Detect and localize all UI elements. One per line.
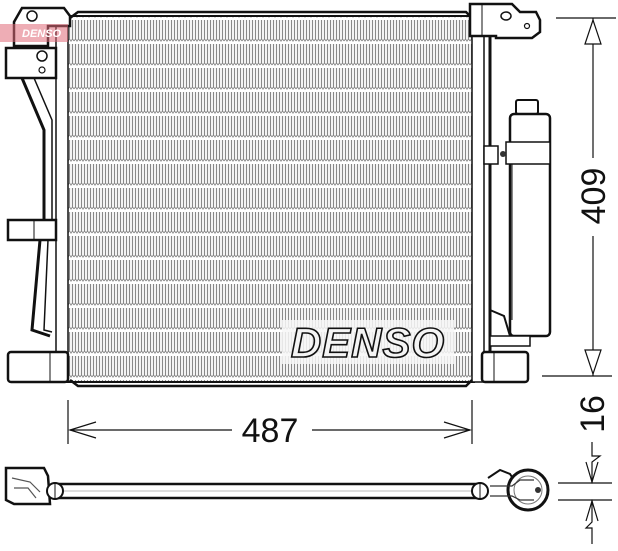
width-value: 487 [242,412,299,450]
top-view [4,466,550,512]
watermark-text: DENSO [22,28,62,40]
bottom-left-bracket [6,350,70,384]
arrow-right-icon [443,421,473,439]
top-right-bracket [468,2,542,40]
arrow-down-icon [584,349,602,376]
watermark-band [0,24,68,42]
front-view: DENSO DENSO [0,2,552,388]
arrow-left-icon [67,421,97,439]
depth-dimension: 16 [558,395,612,544]
right-header-tank [471,15,485,383]
arrow-up-icon [585,498,599,522]
receiver-drier [483,99,552,347]
left-header-tank [55,15,69,383]
top-view-left-end [4,466,52,506]
width-dimension: 487 [67,400,473,450]
bottom-right-bracket [480,350,530,384]
depth-value: 16 [574,395,612,433]
height-dimension: 409 [542,17,616,377]
denso-logo: DENSO [291,319,445,366]
height-value: 409 [575,168,613,225]
arrow-up-icon [584,18,602,45]
arrow-down-icon [585,461,599,485]
left-mid-bracket [6,218,58,242]
